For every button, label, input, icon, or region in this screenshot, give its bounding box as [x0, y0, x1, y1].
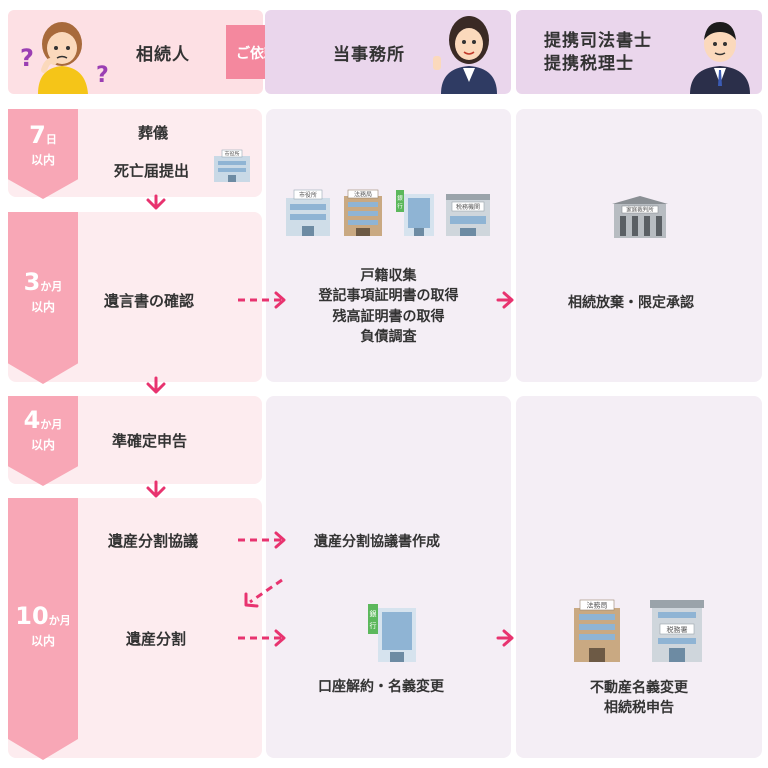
header-heir: ? ? 相続人 — [8, 10, 263, 94]
tax-office-icon: 税務署 — [650, 600, 704, 662]
header-office-label: 当事務所 — [333, 45, 405, 65]
svg-text:?: ? — [96, 63, 109, 88]
svg-text:?: ? — [20, 44, 34, 72]
phase-4months: 4か月 以内 — [8, 396, 78, 486]
header-partners-label: 提携司法書士 提携税理士 — [544, 31, 652, 74]
city-hall-icon: 市役所 — [286, 189, 330, 236]
office-task-group-1: 戸籍収集 登記事項証明書の取得 残高証明書の取得 負債調査 — [318, 268, 459, 345]
partner-task-final: 不動産名義変更 相続税申告 — [590, 680, 688, 717]
partner-box-bottom — [516, 396, 762, 758]
svg-text:行: 行 — [397, 202, 403, 210]
tax-agency-icon: 税務機関 — [446, 194, 490, 236]
arrow-office-to-partner-1 — [496, 291, 514, 309]
task-death-notice: 死亡届提出 — [114, 162, 190, 180]
task-quasi-tax-return: 準確定申告 — [112, 432, 188, 450]
arrow-office-to-partner-2 — [496, 629, 514, 647]
businessman-icon — [690, 22, 750, 94]
bank-large-icon: 銀 行 — [368, 604, 416, 662]
svg-text:税務機関: 税務機関 — [456, 203, 480, 211]
svg-text:法務局: 法務局 — [354, 191, 372, 199]
header-partners: 提携司法書士 提携税理士 — [516, 10, 762, 94]
svg-text:市役所: 市役所 — [299, 191, 317, 199]
worried-person-icon: ? ? — [20, 22, 109, 94]
task-will-check: 遺言書の確認 — [104, 292, 195, 310]
phase-10months: 10か月 以内 — [8, 498, 78, 760]
office-task-account: 口座解約・名義変更 — [318, 679, 444, 695]
header-heir-label: 相続人 — [136, 45, 190, 65]
arrow-heir-to-office-1 — [238, 291, 286, 309]
svg-text:市役所: 市役所 — [224, 151, 239, 158]
svg-text:家庭裁判所: 家庭裁判所 — [626, 206, 654, 214]
legal-bureau-icon: 法務局 — [344, 189, 382, 236]
arrow-down-3 — [146, 480, 166, 498]
arrow-down-1 — [146, 194, 166, 210]
arrow-down-2 — [146, 376, 166, 394]
businesswoman-icon — [433, 16, 497, 94]
office-box-top — [266, 109, 511, 382]
svg-text:銀: 銀 — [370, 609, 377, 618]
city-hall-small-icon: 市役所 — [214, 149, 250, 182]
office-buildings-icons: 市役所 法務局 銀 行 税務機関 — [286, 189, 490, 236]
phase-3months: 3か月 以内 — [8, 212, 78, 384]
task-funeral: 葬儀 — [138, 124, 169, 142]
arrow-heir-to-office-2 — [238, 531, 286, 549]
bank-icon: 銀 行 — [396, 190, 434, 236]
task-division: 遺産分割 — [126, 630, 187, 648]
arrow-office-back-to-heir — [244, 578, 283, 608]
svg-text:税務署: 税務署 — [667, 625, 688, 634]
task-division-talks: 遺産分割協議 — [108, 532, 199, 550]
partner-box-top — [516, 109, 762, 382]
arrow-heir-to-office-3 — [238, 629, 286, 647]
office-box-bottom — [266, 396, 511, 758]
svg-text:行: 行 — [370, 621, 377, 630]
header-office: 当事務所 — [265, 10, 511, 94]
office-task-agreement-doc: 遺産分割協議書作成 — [314, 534, 440, 550]
phase-7days: 7日 以内 — [8, 109, 78, 199]
svg-text:法務局: 法務局 — [587, 601, 608, 610]
legal-bureau-large-icon: 法務局 — [574, 599, 620, 662]
family-court-icon: 家庭裁判所 — [612, 196, 668, 238]
svg-text:銀: 銀 — [397, 194, 403, 202]
partner-task-renounce: 相続放棄・限定承認 — [568, 295, 694, 311]
